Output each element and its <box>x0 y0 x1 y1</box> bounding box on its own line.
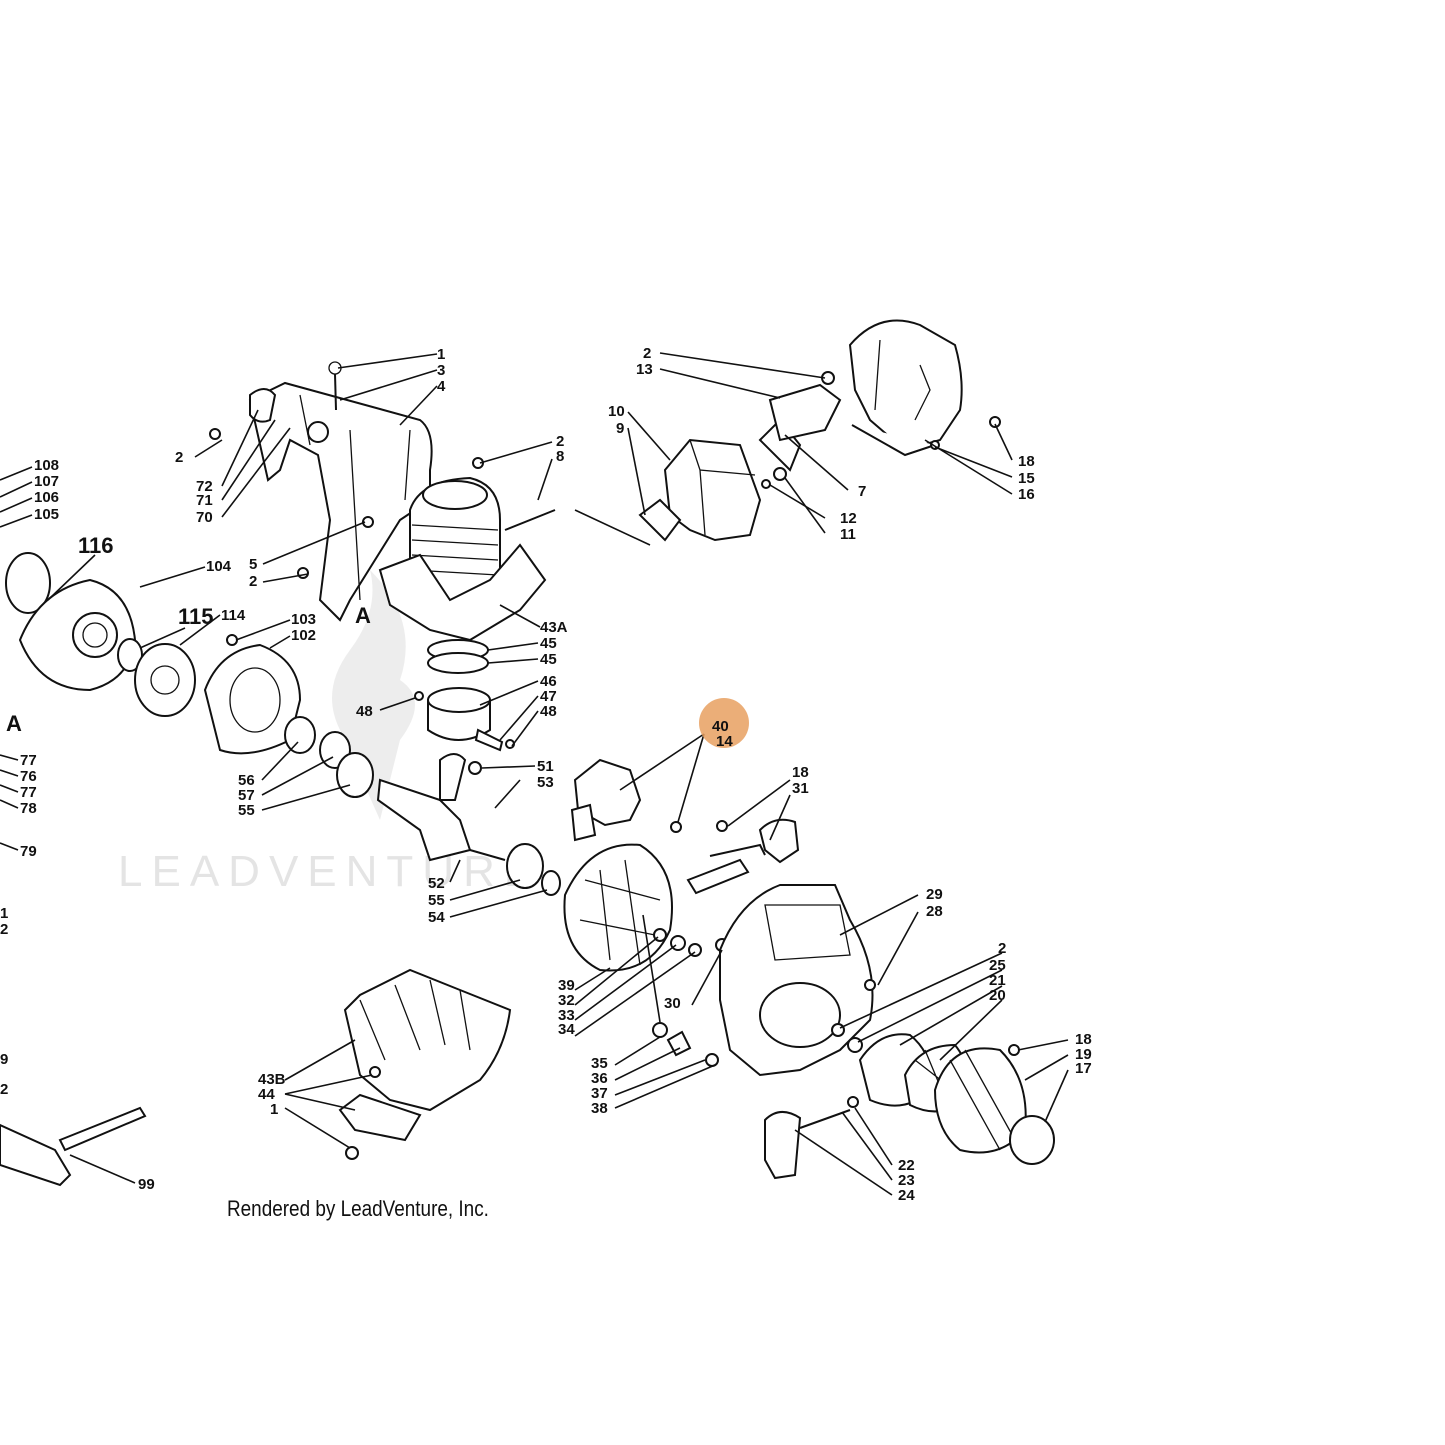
svg-text:114: 114 <box>221 607 246 624</box>
svg-text:79: 79 <box>20 843 37 860</box>
crankcase <box>338 968 512 1160</box>
svg-text:105: 105 <box>34 506 59 523</box>
svg-text:3: 3 <box>437 362 445 379</box>
svg-text:20: 20 <box>989 987 1006 1004</box>
svg-text:48: 48 <box>540 703 557 720</box>
highlight-marker[interactable] <box>699 698 749 748</box>
svg-text:45: 45 <box>540 635 557 652</box>
svg-text:36: 36 <box>591 1070 608 1087</box>
starter-housing <box>719 884 1055 1180</box>
svg-text:22: 22 <box>898 1157 915 1174</box>
svg-text:76: 76 <box>20 768 37 785</box>
svg-text:56: 56 <box>238 772 255 789</box>
svg-text:32: 32 <box>558 992 575 1009</box>
svg-text:48: 48 <box>356 703 373 720</box>
svg-text:71: 71 <box>196 492 213 509</box>
svg-text:38: 38 <box>591 1100 608 1117</box>
svg-text:116: 116 <box>78 533 114 558</box>
svg-text:78: 78 <box>20 800 37 817</box>
svg-text:18: 18 <box>792 764 809 781</box>
svg-text:7: 7 <box>858 483 866 500</box>
svg-text:55: 55 <box>238 802 255 819</box>
svg-text:31: 31 <box>792 780 809 797</box>
svg-text:1: 1 <box>0 905 8 922</box>
svg-text:A: A <box>6 711 22 736</box>
svg-text:24: 24 <box>898 1187 915 1204</box>
svg-text:102: 102 <box>291 627 316 644</box>
svg-text:13: 13 <box>636 361 653 378</box>
svg-text:33: 33 <box>558 1007 575 1024</box>
svg-text:39: 39 <box>558 977 575 994</box>
svg-text:45: 45 <box>540 651 557 668</box>
svg-text:A: A <box>355 603 371 628</box>
cylinder <box>378 457 556 642</box>
svg-text:1: 1 <box>437 346 445 363</box>
svg-text:29: 29 <box>926 886 943 903</box>
svg-text:18: 18 <box>1018 453 1035 470</box>
svg-text:16: 16 <box>1018 486 1035 503</box>
svg-text:35: 35 <box>591 1055 608 1072</box>
svg-text:5: 5 <box>249 556 257 573</box>
svg-text:77: 77 <box>20 752 37 769</box>
svg-text:44: 44 <box>258 1086 275 1103</box>
svg-text:11: 11 <box>840 526 856 543</box>
svg-text:12: 12 <box>840 510 857 527</box>
svg-text:57: 57 <box>238 787 255 804</box>
svg-text:4: 4 <box>437 378 446 395</box>
svg-text:9: 9 <box>616 420 624 437</box>
callout-lines <box>0 352 1069 1196</box>
credit-text: Rendered by LeadVenture, Inc. <box>227 1196 489 1221</box>
svg-text:2: 2 <box>175 449 183 466</box>
svg-text:2: 2 <box>998 940 1006 957</box>
svg-text:51: 51 <box>537 758 554 775</box>
svg-text:1: 1 <box>270 1101 278 1118</box>
svg-text:15: 15 <box>1018 470 1035 487</box>
svg-text:2: 2 <box>643 345 651 362</box>
svg-text:70: 70 <box>196 509 213 526</box>
svg-text:72: 72 <box>196 478 213 495</box>
svg-text:10: 10 <box>608 403 625 420</box>
svg-text:37: 37 <box>591 1085 608 1102</box>
svg-text:43B: 43B <box>258 1071 286 1088</box>
svg-text:17: 17 <box>1075 1060 1092 1077</box>
piston-assembly <box>414 639 515 752</box>
svg-text:54: 54 <box>428 909 445 926</box>
clutch-drum <box>5 552 302 755</box>
svg-text:40: 40 <box>712 718 729 735</box>
svg-text:47: 47 <box>540 688 557 705</box>
svg-text:55: 55 <box>428 892 445 909</box>
svg-text:43A: 43A <box>540 619 568 636</box>
callout-labels: 1 3 4 2 72 71 70 2 8 5 2 2 13 10 9 7 12 … <box>0 345 1092 1204</box>
svg-text:14: 14 <box>716 733 733 750</box>
edge-parts <box>0 1106 147 1187</box>
muffler <box>638 319 1001 542</box>
svg-text:25: 25 <box>989 957 1006 974</box>
watermark: LEADVENTURE <box>118 847 542 896</box>
svg-text:103: 103 <box>291 611 316 628</box>
svg-text:19: 19 <box>1075 1046 1092 1063</box>
svg-text:30: 30 <box>664 995 681 1012</box>
svg-text:46: 46 <box>540 673 557 690</box>
svg-text:52: 52 <box>428 875 445 892</box>
svg-text:2: 2 <box>0 1081 8 1098</box>
svg-text:115: 115 <box>178 604 214 629</box>
svg-text:2: 2 <box>0 921 8 938</box>
svg-text:77: 77 <box>20 784 37 801</box>
svg-text:21: 21 <box>989 972 1006 989</box>
svg-text:99: 99 <box>138 1176 155 1193</box>
svg-text:34: 34 <box>558 1021 575 1038</box>
svg-text:104: 104 <box>206 558 232 575</box>
svg-text:108: 108 <box>34 457 59 474</box>
svg-text:2: 2 <box>249 573 257 590</box>
svg-text:28: 28 <box>926 903 943 920</box>
svg-text:9: 9 <box>0 1051 8 1068</box>
svg-text:2: 2 <box>556 433 564 450</box>
svg-text:106: 106 <box>34 489 59 506</box>
svg-text:23: 23 <box>898 1172 915 1189</box>
svg-text:53: 53 <box>537 774 554 791</box>
svg-text:18: 18 <box>1075 1031 1092 1048</box>
svg-text:8: 8 <box>556 448 564 465</box>
svg-text:107: 107 <box>34 473 59 490</box>
